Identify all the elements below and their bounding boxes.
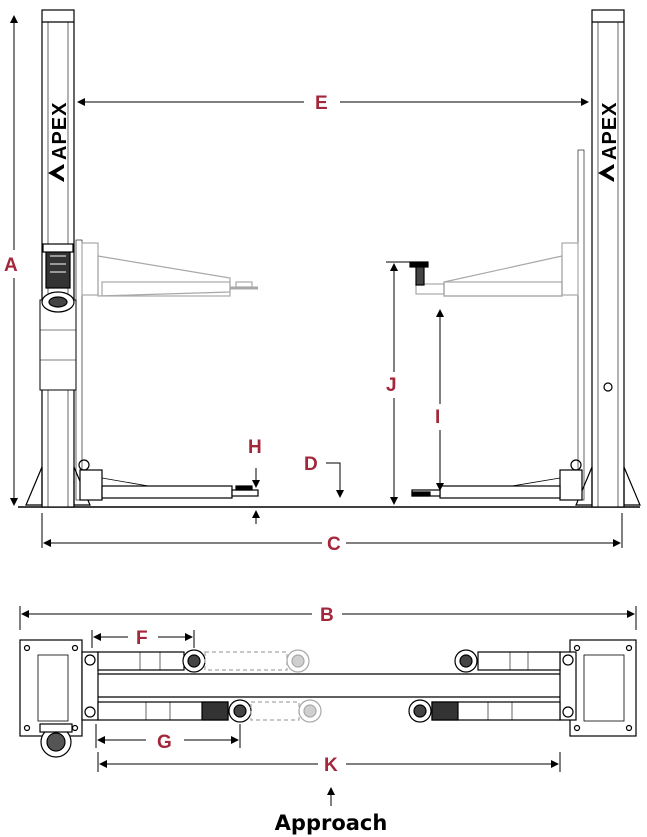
right-column — [575, 9, 641, 508]
plan-motor — [39, 723, 73, 758]
label-j: J — [386, 375, 397, 396]
approach-label: Approach — [275, 811, 388, 835]
label-c: C — [327, 534, 341, 555]
left-raised-arm — [81, 242, 258, 297]
label-a: A — [4, 255, 18, 276]
plan-dimensions — [19, 606, 637, 806]
right-column-logo: APEX — [598, 102, 621, 182]
left-base-plate — [19, 639, 83, 737]
right-base-plate — [569, 639, 637, 737]
front-elevation — [18, 9, 641, 508]
front-dimensions — [10, 15, 623, 548]
label-b: B — [320, 605, 334, 626]
left-lowered-arm — [78, 459, 259, 501]
power-unit — [41, 243, 75, 313]
right-lowered-arm — [411, 459, 583, 501]
right-brand-text: APEX — [599, 102, 621, 160]
right-raised-pad — [409, 261, 429, 286]
right-raised-arm — [415, 242, 579, 297]
dimension-labels: A E C H D J I B F G K — [4, 93, 440, 776]
label-e: E — [315, 93, 328, 114]
plan-view — [19, 639, 637, 758]
left-brand-text: APEX — [49, 102, 71, 160]
label-d: D — [304, 454, 318, 475]
plan-ghost-arms — [204, 649, 322, 723]
label-f: F — [136, 628, 148, 649]
label-i: I — [435, 407, 440, 428]
label-h: H — [248, 437, 262, 458]
label-k: K — [324, 755, 338, 776]
label-g: G — [157, 732, 172, 753]
left-column-logo: APEX — [48, 102, 71, 182]
